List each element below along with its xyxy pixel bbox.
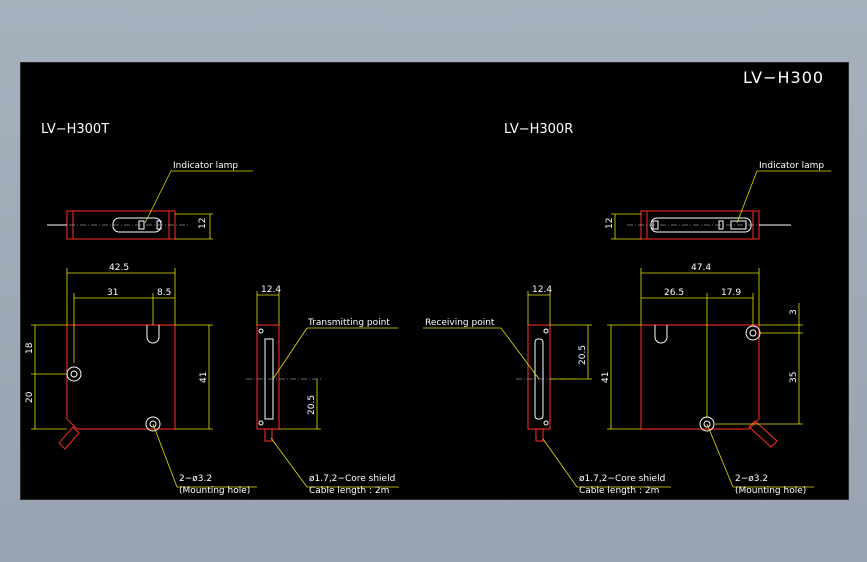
right-h-a-dim: 3: [789, 309, 799, 315]
left-point-label: Transmitting point: [307, 318, 390, 328]
left-side-w-dim: 12.4: [261, 285, 281, 295]
left-width-b-dim: 8.5: [157, 288, 171, 298]
right-width-b-dim: 17.9: [721, 288, 741, 298]
left-indicator-label: Indicator lamp: [173, 161, 238, 171]
drawing-title: LV−H300: [743, 68, 824, 87]
left-top-view: 12 Indicator lamp: [47, 161, 253, 240]
right-width-a-dim: 26.5: [664, 288, 684, 298]
left-h-b-dim: 20: [25, 391, 35, 403]
right-h-b-dim: 35: [789, 372, 799, 383]
right-side-w-dim: 12.4: [532, 285, 552, 295]
left-title: LV−H300T: [41, 122, 109, 137]
right-indicator-label: Indicator lamp: [759, 161, 824, 171]
right-width-total-dim: 47.4: [691, 263, 711, 273]
right-front-view: 47.4 26.5 17.9 41 3 35 2−ø3.2 (Mounting …: [601, 263, 814, 496]
left-width-a-dim: 31: [107, 288, 118, 298]
left-h-a-dim: 18: [25, 342, 35, 354]
left-hole-note: 2−ø3.2: [179, 474, 212, 484]
right-cable-note-2: Cable length : 2m: [579, 486, 659, 496]
drawing-svg: LV−H300 LV−H300T 12 Indicator lamp 42.5: [25, 68, 831, 496]
left-front-view: 42.5 31 8.5 18 20 41 2−ø3.2 (Mounting ho…: [25, 263, 257, 496]
right-hole-note: 2−ø3.2: [735, 474, 768, 484]
left-side-h-dim: 20.5: [307, 395, 317, 415]
left-top-height-dim: 12: [198, 218, 208, 229]
right-title: LV−H300R: [504, 122, 573, 137]
right-h-total-dim: 41: [601, 372, 611, 383]
left-h-total-dim: 41: [199, 372, 209, 383]
right-point-label: Receiving point: [425, 318, 495, 328]
left-width-total-dim: 42.5: [109, 263, 129, 273]
right-top-view: 12 Indicator lamp: [605, 161, 831, 240]
right-side-h-dim: 20.5: [578, 345, 588, 365]
cad-drawing-viewport: LV−H300 LV−H300T 12 Indicator lamp 42.5: [20, 62, 849, 500]
right-side-view: 12.4 20.5 Receiving point ø1.7,2−Core sh…: [423, 285, 671, 496]
left-cable-note-2: Cable length : 2m: [309, 486, 389, 496]
right-top-height-dim: 12: [605, 218, 615, 229]
left-cable-note: ø1.7,2−Core shield: [309, 474, 395, 484]
right-hole-note-2: (Mounting hole): [735, 486, 806, 496]
left-side-view: 12.4 20.5 Transmitting point ø1.7,2−Core…: [246, 285, 399, 496]
right-cable-note: ø1.7,2−Core shield: [579, 474, 665, 484]
left-hole-note-2: (Mounting hole): [179, 486, 250, 496]
